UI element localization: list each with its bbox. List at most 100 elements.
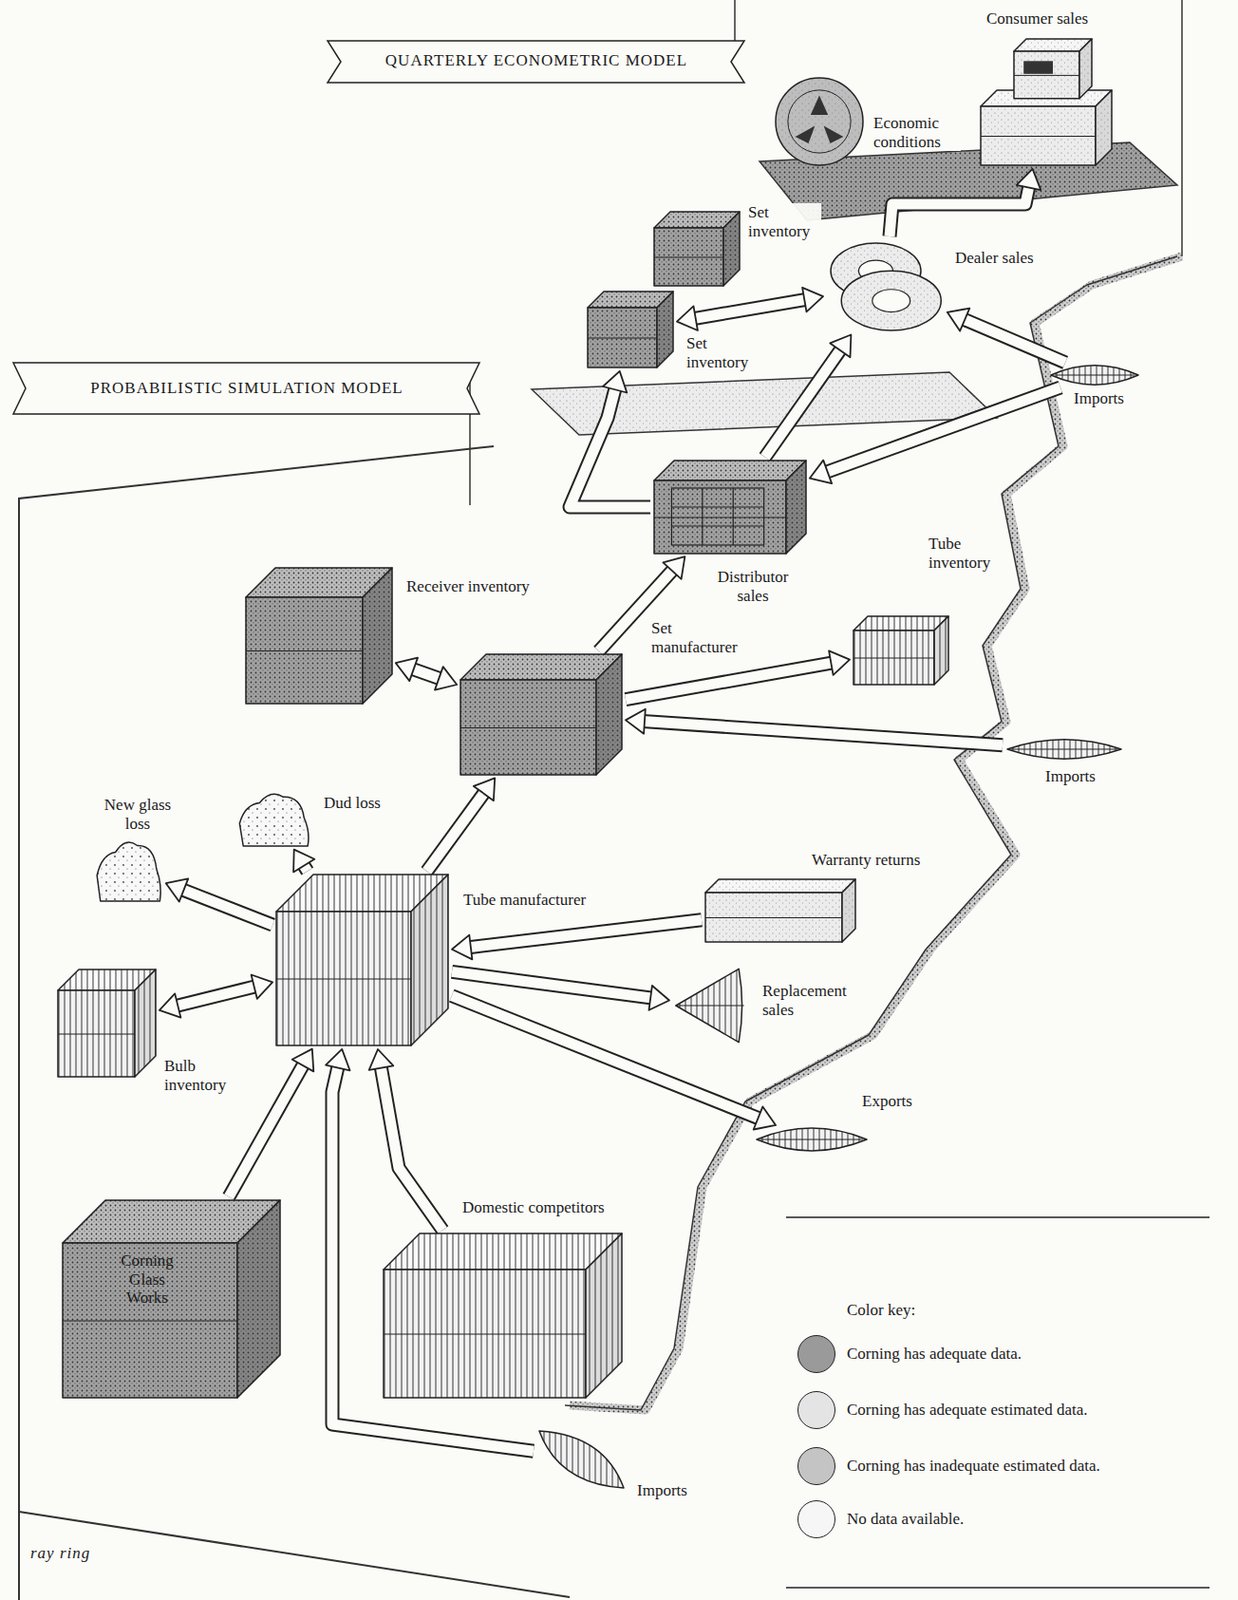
shape-outline <box>460 654 622 680</box>
corning-block: Corning Glass Works <box>61 1199 282 1399</box>
legend-text: No data available. <box>846 1509 964 1529</box>
node-label: Bulb inventory <box>161 1056 243 1094</box>
shape-face <box>656 291 674 368</box>
node-label: Tube inventory <box>925 534 1007 572</box>
arrow-band-outline <box>451 971 653 998</box>
reel-hole <box>824 126 845 144</box>
node-label: Dud loss <box>320 793 407 813</box>
competitor-block: Domestic competitors <box>382 1232 623 1399</box>
shape-face <box>411 874 449 1046</box>
shape-face <box>362 567 393 704</box>
flow-arrow <box>947 308 1066 363</box>
shape-face <box>1007 739 1122 759</box>
shape-face <box>775 77 863 166</box>
shape-hole <box>872 289 911 313</box>
shape-outline <box>539 1430 624 1488</box>
arrow-band-fill <box>412 668 441 679</box>
shape-outline <box>756 1127 867 1151</box>
arrow-band-outline <box>642 721 1003 746</box>
arrow-band-fill <box>182 889 274 925</box>
shape-outline <box>1095 90 1112 166</box>
arrow-head <box>434 666 457 691</box>
shape-texture <box>775 77 863 166</box>
arrow-band-fill <box>569 387 651 507</box>
node-label: Imports <box>1070 389 1147 409</box>
shape-outline <box>585 1233 622 1398</box>
flow-arrow <box>166 878 273 925</box>
legend-text: Corning has adequate data. <box>846 1344 1022 1364</box>
tray-grid <box>732 487 734 545</box>
platform-edge <box>18 446 494 1600</box>
shape-texture <box>1013 51 1080 99</box>
shape-texture <box>705 892 843 942</box>
boat-keel <box>760 1139 863 1141</box>
arrow-band-fill <box>380 1066 443 1231</box>
sales-ring: Dealer sales <box>825 239 945 333</box>
reel-hole <box>810 94 828 115</box>
arrow-head <box>451 935 472 960</box>
inventory-block: Set inventory <box>653 210 741 287</box>
shape-face <box>134 969 156 1077</box>
shape-texture <box>539 1430 624 1488</box>
region-edge <box>1181 0 1183 257</box>
river-band <box>569 256 1182 1410</box>
shape-face <box>62 1242 238 1398</box>
arrow-head <box>829 335 851 358</box>
shape-outline <box>934 616 949 685</box>
arrow-band-outline <box>825 387 1061 473</box>
artist-signature: ray ring <box>30 1543 135 1563</box>
manufacturer-block: Set manufacturer <box>459 653 623 776</box>
inventory-block: Receiver inventory <box>244 566 394 705</box>
shape-face <box>786 460 807 554</box>
arrow-head <box>809 460 832 485</box>
arrow-head <box>649 985 671 1011</box>
river-texture <box>569 256 1182 1410</box>
shape-texture <box>460 679 597 775</box>
node-shape <box>825 239 945 333</box>
reel-hole <box>795 126 816 144</box>
banner-post <box>733 0 736 41</box>
shape-outline <box>654 460 807 481</box>
shape-texture <box>362 567 393 704</box>
node-shape <box>237 787 312 847</box>
flow-arrow <box>625 650 850 699</box>
arrow-band-fill <box>962 318 1066 363</box>
shape-outline <box>96 842 161 901</box>
node-shape <box>382 1232 623 1399</box>
shape-outline <box>775 77 863 166</box>
arrow-band-outline <box>625 662 833 700</box>
shape-outline <box>1013 38 1092 52</box>
node-shape <box>56 968 157 1078</box>
node-label: Set manufacturer <box>648 619 753 657</box>
shape-face <box>705 879 856 893</box>
arrow-band-fill <box>451 971 653 998</box>
shape-face <box>245 597 363 704</box>
shape-outline <box>237 1200 281 1398</box>
shape-texture <box>1095 90 1112 166</box>
flow-arrow <box>625 709 1003 746</box>
banner-ribbon <box>13 362 480 414</box>
flow-arrow <box>889 168 1041 237</box>
flow-arrow <box>765 335 852 458</box>
node-shape <box>704 878 857 943</box>
node-shape <box>653 210 741 287</box>
shape-outline <box>587 307 657 368</box>
arrow-band-fill <box>175 986 256 1007</box>
arrow-head <box>325 1049 350 1070</box>
reel-rim <box>787 90 851 153</box>
stack-line <box>853 657 935 659</box>
shape-outline <box>383 1233 622 1270</box>
shape-texture <box>383 1269 586 1398</box>
arrow-head <box>662 556 685 580</box>
node-label: Domestic competitors <box>459 1198 650 1218</box>
legend-text: Corning has adequate estimated data. <box>846 1400 1088 1420</box>
node-label: Imports <box>1042 767 1119 787</box>
node-shape <box>979 37 1113 167</box>
register-display <box>1023 60 1053 75</box>
flow-arrow <box>676 287 824 331</box>
node-shape <box>536 1419 627 1496</box>
node-label: Distributor sales <box>710 567 796 605</box>
shape-face <box>1013 38 1092 52</box>
node-shape <box>1049 363 1141 387</box>
model-banner: QUARTERLY ECONOMETRIC MODEL <box>346 51 727 71</box>
